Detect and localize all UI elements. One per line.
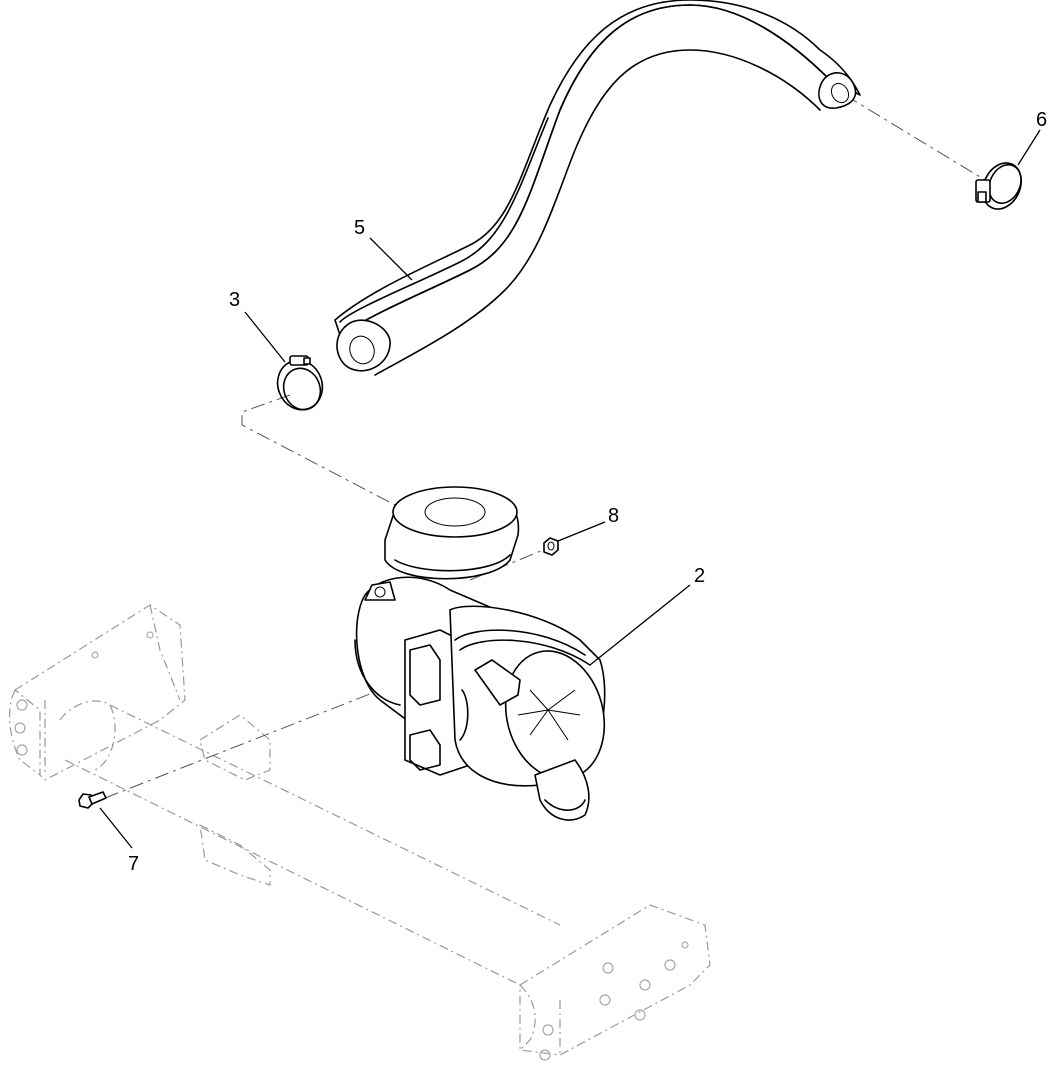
callout-labels: 2 3 5 6 7 8 (128, 109, 1047, 875)
hose-clamp-upper[interactable] (975, 157, 1029, 216)
hose-clamp-lower[interactable] (271, 354, 329, 416)
callout-5: 5 (354, 217, 365, 239)
callout-leaders (99, 129, 1041, 849)
air-cleaner-assembly[interactable] (354, 486, 618, 821)
callout-6: 6 (1036, 109, 1047, 131)
end-cover-mark (517, 689, 581, 741)
flange-bolt[interactable] (78, 791, 107, 809)
callout-3: 3 (229, 289, 240, 311)
callout-8: 8 (608, 505, 619, 527)
callout-7: 7 (128, 853, 139, 875)
flange-nut[interactable] (543, 537, 559, 556)
callout-2: 2 (694, 565, 705, 587)
hose[interactable] (334, 0, 861, 376)
frame-phantom (9, 604, 711, 1061)
assembly-centerlines (104, 94, 986, 799)
